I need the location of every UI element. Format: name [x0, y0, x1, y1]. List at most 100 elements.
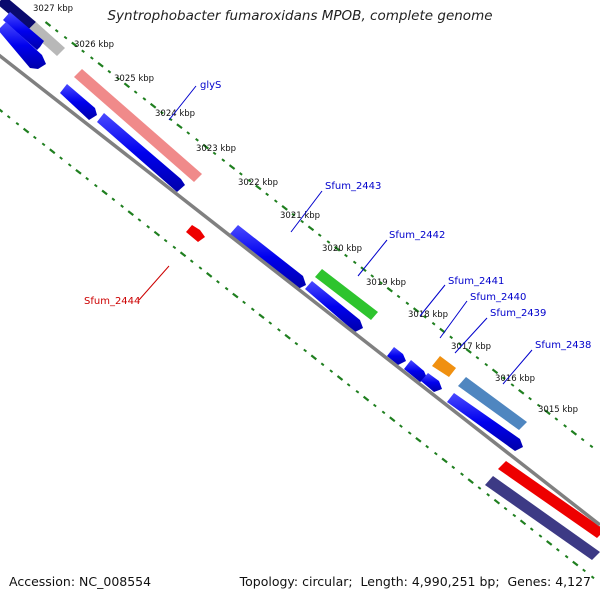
- minor-tick: [425, 444, 430, 449]
- scale-label: 3015 kbp: [538, 405, 578, 415]
- gene-label-sfum-2440[interactable]: Sfum_2440: [470, 292, 526, 303]
- length-value: 4,990,251 bp: [411, 574, 496, 589]
- minor-tick: [372, 403, 377, 408]
- minor-tick: [41, 142, 46, 147]
- cds-arrow-8[interactable]: [404, 360, 427, 382]
- minor-tick: [501, 376, 506, 380]
- minor-tick: [277, 328, 281, 332]
- minor-tick: [580, 437, 585, 442]
- topology-label: Topology:: [239, 574, 299, 589]
- minor-tick: [422, 315, 427, 319]
- gene-label-leaders: [138, 85, 533, 385]
- gene-label-sfum-2444[interactable]: Sfum_2444: [84, 296, 140, 307]
- minor-tick: [216, 280, 220, 284]
- minor-tick: [399, 424, 403, 428]
- genes-label: Genes:: [507, 574, 552, 589]
- scale-label: 3020 kbp: [322, 244, 362, 254]
- gene-label-sfum-2438[interactable]: Sfum_2438: [535, 340, 591, 351]
- gene-label-sfum-2443[interactable]: Sfum_2443: [325, 181, 381, 192]
- scale-label: 3022 kbp: [238, 178, 278, 188]
- major-tick: [228, 164, 236, 170]
- minor-tick: [268, 321, 273, 325]
- scale-label: 3019 kbp: [366, 278, 406, 288]
- major-tick: [49, 148, 56, 155]
- major-tick: [179, 251, 187, 258]
- minor-tick: [317, 233, 322, 237]
- major-tick: [441, 457, 448, 464]
- minor-tick: [451, 465, 456, 470]
- cds-arrow-1[interactable]: [3, 12, 44, 50]
- minor-tick: [93, 183, 98, 188]
- scale-label: 3021 kbp: [280, 211, 320, 221]
- leader-sfum-2444: [138, 265, 170, 301]
- minor-tick: [238, 172, 243, 176]
- scale-label: 3018 kbp: [408, 310, 448, 320]
- cog-bar-green: [315, 269, 378, 320]
- minor-tick: [484, 362, 489, 367]
- cds-arrow-7[interactable]: [387, 347, 406, 365]
- tick-row-upper: [44, 21, 594, 449]
- major-tick: [518, 389, 525, 395]
- minor-tick: [15, 122, 20, 126]
- accession-value: NC_008554: [79, 574, 152, 589]
- minor-tick: [242, 300, 246, 305]
- cds-arrow-4[interactable]: [97, 113, 185, 192]
- minor-tick: [381, 410, 386, 415]
- cog-bar-navy-top: [0, 0, 36, 30]
- minor-tick: [344, 253, 348, 258]
- major-tick: [386, 286, 393, 293]
- major-tick: [544, 409, 551, 416]
- minor-tick: [291, 212, 296, 217]
- minor-tick: [554, 417, 559, 421]
- minor-tick: [346, 383, 351, 387]
- major-tick: [572, 560, 579, 567]
- minor-tick: [555, 548, 560, 552]
- minor-tick: [6, 115, 11, 119]
- scale-label: 3016 kbp: [495, 374, 535, 384]
- minor-tick: [589, 444, 594, 449]
- cog-bar-orange: [432, 356, 456, 377]
- minor-tick: [59, 156, 63, 160]
- major-tick: [97, 62, 104, 68]
- cds-arrow-10[interactable]: [447, 393, 523, 451]
- cds-arrow-5[interactable]: [230, 225, 306, 289]
- major-tick: [362, 395, 370, 402]
- genes-value: 4,127: [555, 574, 591, 589]
- minor-tick: [320, 362, 325, 367]
- cds-arrow-2[interactable]: [0, 22, 46, 69]
- minor-tick: [198, 266, 203, 270]
- minor-tick: [89, 56, 94, 60]
- tick-row-lower: [0, 108, 595, 580]
- cog-bar-pink: [74, 69, 202, 182]
- gene-labels: glyS Sfum_2443 Sfum_2442 Sfum_2441 Sfum_…: [84, 80, 591, 351]
- minor-tick: [32, 135, 37, 140]
- major-tick: [153, 230, 161, 237]
- gene-label-sfum-2439[interactable]: Sfum_2439: [490, 308, 546, 319]
- minor-tick: [510, 383, 515, 387]
- cog-bar-purple: [485, 476, 600, 560]
- rna-feature-sfum-2444[interactable]: [186, 225, 205, 242]
- topology-value: circular: [302, 574, 349, 589]
- gene-label-glys[interactable]: glyS: [200, 80, 221, 91]
- major-tick: [258, 313, 265, 319]
- cds-arrow-3[interactable]: [60, 84, 97, 120]
- gene-label-sfum-2441[interactable]: Sfum_2441: [448, 276, 504, 287]
- cds-arrow-9[interactable]: [421, 373, 442, 392]
- minor-tick: [405, 301, 410, 306]
- genome-summary: Topology: circular; Length: 4,990,251 bp…: [239, 574, 591, 589]
- major-tick: [519, 519, 527, 526]
- leader-sfum-2442: [357, 239, 388, 277]
- minor-tick: [137, 218, 142, 222]
- minor-tick: [529, 527, 534, 531]
- gene-label-sfum-2442[interactable]: Sfum_2442: [389, 230, 445, 241]
- major-tick: [546, 540, 553, 546]
- minor-tick: [85, 176, 90, 181]
- minor-tick: [431, 321, 436, 326]
- leader-sfum-2443: [290, 190, 323, 233]
- accession-label: Accession:: [9, 574, 76, 589]
- minor-tick: [486, 493, 491, 497]
- major-tick: [336, 375, 344, 381]
- cds-arrow-6[interactable]: [305, 281, 363, 332]
